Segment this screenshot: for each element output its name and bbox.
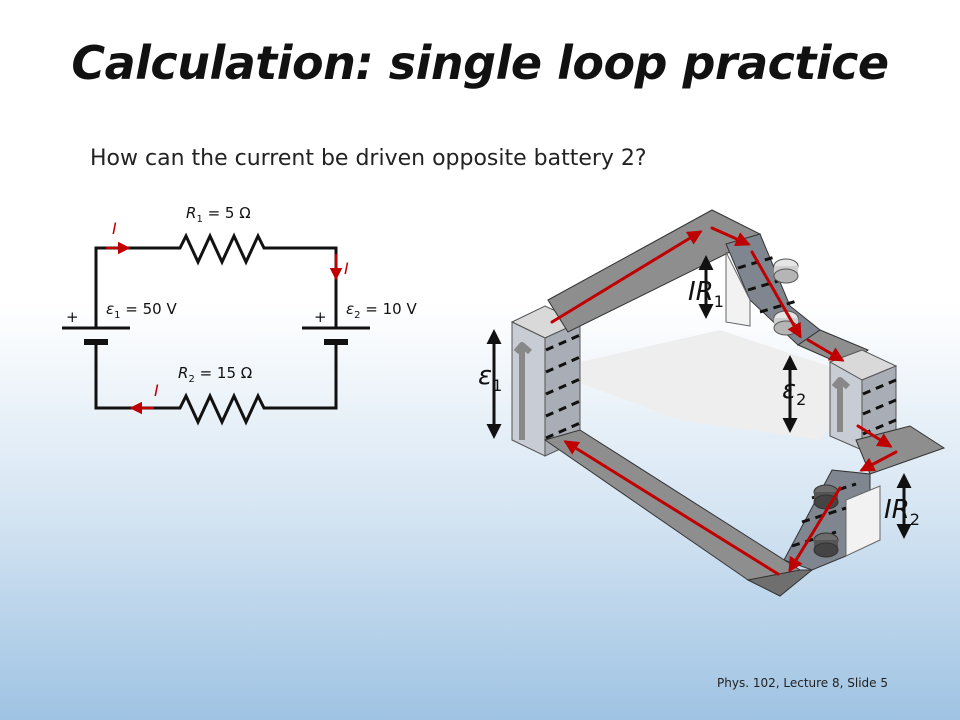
flow-upper-end (710, 226, 751, 246)
current-label-right: I (344, 259, 349, 278)
r1-label: R1 = 5 Ω (186, 204, 251, 225)
e1-label: ε1 (478, 361, 502, 395)
flow-ramp-r2 (788, 486, 842, 573)
emf2-label: ε2 = 10 V (346, 300, 417, 321)
current-label-bottom: I (154, 381, 159, 400)
track-lower (543, 429, 801, 597)
battery-1 (62, 326, 130, 345)
e2-label: ε2 (782, 375, 806, 409)
flow-upper (550, 230, 703, 324)
flow-lower (563, 440, 780, 576)
battery-2-plus: + (314, 308, 327, 326)
flow-right-up (859, 450, 898, 472)
ramp-r1-cylinders (773, 258, 799, 336)
flow-ramp-r1 (750, 250, 802, 339)
battery-1-plus: + (66, 308, 79, 326)
wire-bottom (94, 392, 338, 426)
question-text: How can the current be driven opposite b… (90, 146, 647, 171)
ir2-label: IR2 (884, 495, 920, 529)
emf1-label: ε1 = 50 V (106, 300, 177, 321)
left-tower-front (511, 321, 546, 457)
r2-label: R2 = 15 Ω (178, 364, 252, 385)
track-lower-edge (746, 569, 814, 597)
flow-right-drop (856, 424, 893, 448)
track-model: IR1 ε1 ε2 IR2 (478, 209, 946, 597)
current-label-top: I (112, 219, 117, 238)
battery-2 (302, 326, 370, 345)
left-pump-arrow (513, 342, 532, 440)
ramp-r2-wall (845, 485, 881, 557)
ir1-label: IR1 (688, 277, 724, 311)
right-pump-arrow (831, 377, 850, 432)
flow-mid (806, 338, 845, 362)
ramp-r1-wall (725, 251, 751, 327)
wire-top (94, 232, 338, 266)
circuit-schematic (94, 232, 338, 426)
slide-footer: Phys. 102, Lecture 8, Slide 5 (717, 676, 888, 690)
slide-title: Calculation: single loop practice (71, 36, 889, 90)
